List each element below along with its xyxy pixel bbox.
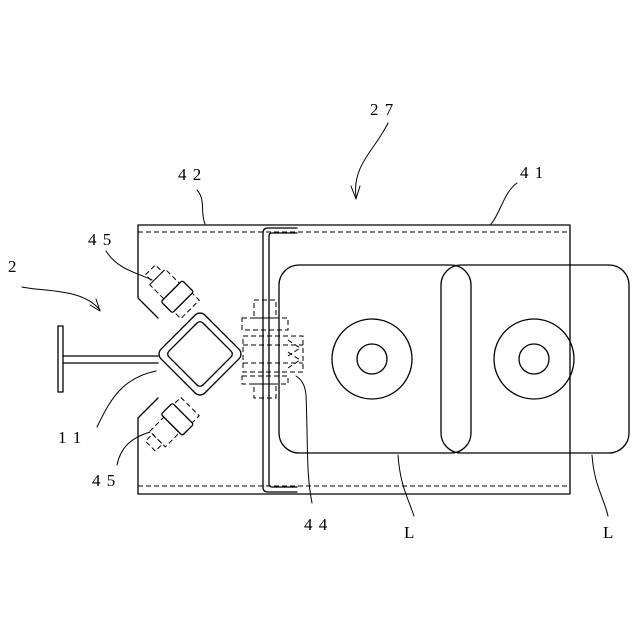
label-27: 2 7 bbox=[370, 100, 394, 119]
label-2: 2 bbox=[8, 257, 18, 276]
label-11: 1 1 bbox=[58, 428, 82, 447]
label-L-left: L bbox=[404, 523, 415, 542]
center-bolt bbox=[242, 300, 303, 398]
label-41: 4 1 bbox=[520, 163, 544, 182]
label-L-right: L bbox=[603, 523, 614, 542]
label-42: 4 2 bbox=[178, 165, 202, 184]
label-45-bottom: 4 5 bbox=[92, 471, 116, 490]
bolt-assembly-lower bbox=[140, 396, 201, 457]
label-44: 4 4 bbox=[304, 515, 328, 534]
label-45-top: 4 5 bbox=[88, 230, 112, 249]
square-pipe bbox=[156, 310, 244, 398]
roller-left bbox=[279, 265, 471, 453]
rail-t-beam bbox=[58, 326, 158, 392]
roller-right bbox=[441, 265, 629, 453]
bolt-assembly-upper bbox=[140, 259, 201, 320]
